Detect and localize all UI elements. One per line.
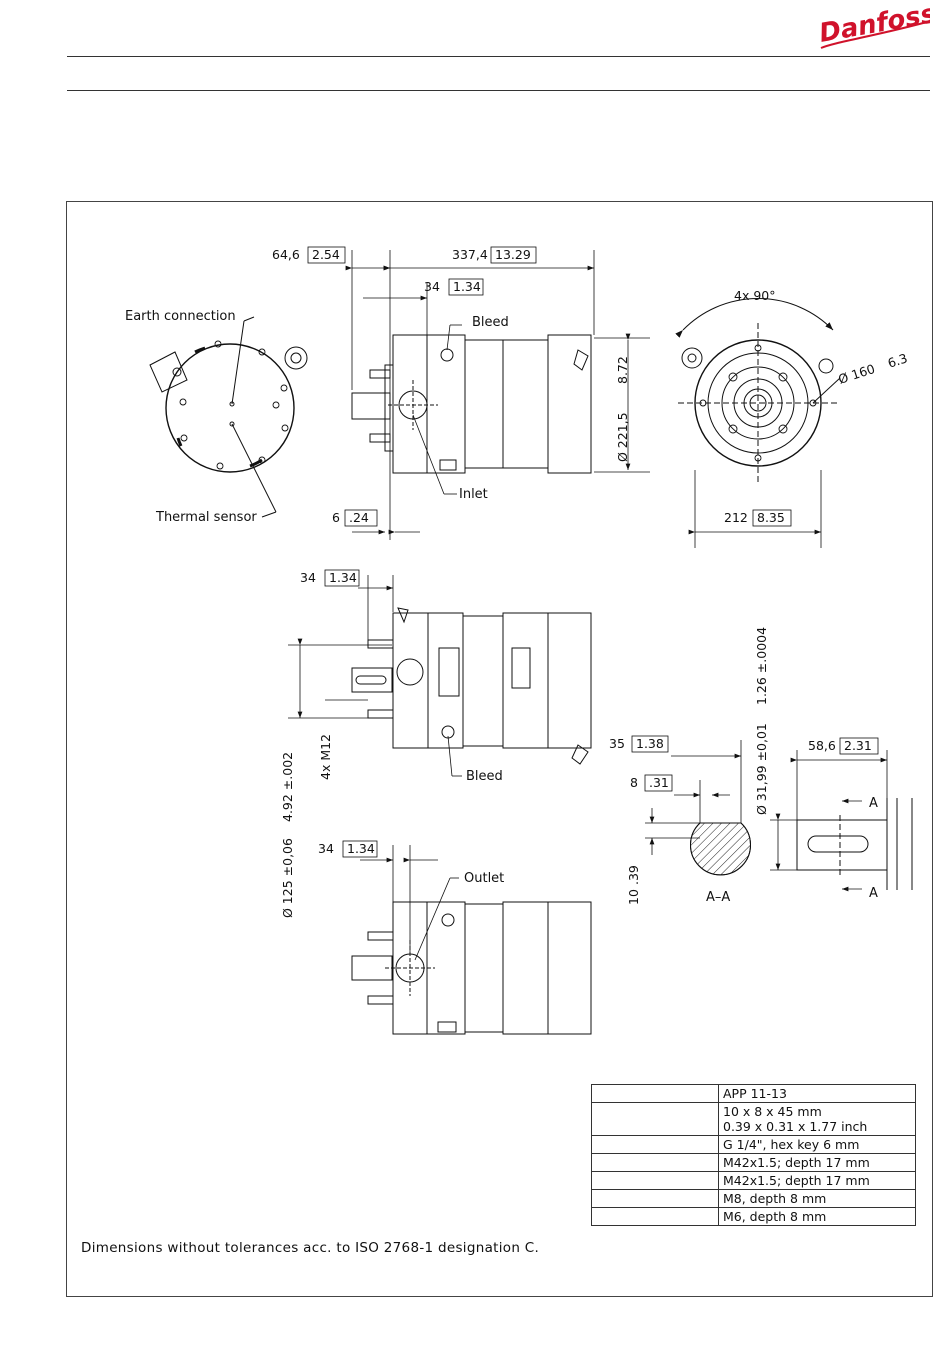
dim-31-99-in: 1.26 ±.0004 bbox=[754, 627, 769, 705]
dim-125: Ø 125 ±0,06 bbox=[280, 838, 295, 918]
dim-34-mid-in: 1.34 bbox=[329, 570, 357, 585]
spec-row: 10 x 8 x 45 mm 0.39 x 0.31 x 1.77 inch bbox=[591, 1102, 916, 1136]
spec-value-cell: M6, depth 8 mm bbox=[718, 1207, 916, 1226]
dim-8: 8 bbox=[630, 775, 638, 790]
dim-58-6-in: 2.31 bbox=[844, 738, 872, 753]
dim-212-in: 8.35 bbox=[757, 510, 785, 525]
drawing-frame bbox=[66, 201, 933, 1297]
earth-connection-label: Earth connection bbox=[125, 309, 236, 324]
section-mark-bottom: A bbox=[869, 886, 878, 901]
spec-row: M42x1.5; depth 17 mm bbox=[591, 1153, 916, 1172]
spec-value-cell: M42x1.5; depth 17 mm bbox=[718, 1171, 916, 1190]
side-view-bottom bbox=[351, 901, 592, 1035]
dim-337-4: 337,4 bbox=[452, 247, 488, 262]
spec-key-cell bbox=[591, 1171, 719, 1190]
dim-10-in: .39 bbox=[626, 865, 641, 885]
section-label: A–A bbox=[706, 890, 730, 905]
dim-64-6-in: 2.54 bbox=[312, 247, 340, 262]
side-view-middle bbox=[351, 607, 592, 765]
spec-row: M42x1.5; depth 17 mm bbox=[591, 1171, 916, 1190]
dim-6-in: .24 bbox=[349, 510, 369, 525]
dim-35-in: 1.38 bbox=[636, 736, 664, 751]
spec-row: M8, depth 8 mm bbox=[591, 1189, 916, 1208]
spec-value-cell: M8, depth 8 mm bbox=[718, 1189, 916, 1208]
dim-125-in: 4.92 ±.002 bbox=[280, 752, 295, 822]
spec-value-cell: M42x1.5; depth 17 mm bbox=[718, 1153, 916, 1172]
front-view bbox=[675, 297, 841, 483]
spec-key-cell bbox=[591, 1189, 719, 1208]
outlet-label: Outlet bbox=[464, 871, 504, 886]
bleed-label-middle: Bleed bbox=[466, 769, 503, 784]
spec-row: G 1/4", hex key 6 mm bbox=[591, 1135, 916, 1154]
dim-31-99: Ø 31,99 ±0,01 bbox=[754, 723, 769, 815]
dim-8-in: .31 bbox=[649, 775, 669, 790]
dim-160-in: 6.3 bbox=[886, 350, 910, 370]
spec-value-cell: G 1/4", hex key 6 mm bbox=[718, 1135, 916, 1154]
dim-58-6: 58,6 bbox=[808, 738, 836, 753]
dim-64-6: 64,6 bbox=[272, 247, 300, 262]
danfoss-logo: Danfoss bbox=[815, 0, 938, 60]
spec-value-cell: 10 x 8 x 45 mm 0.39 x 0.31 x 1.77 inch bbox=[718, 1102, 916, 1136]
dim-337-4-in: 13.29 bbox=[495, 247, 531, 262]
dim-212: 212 bbox=[724, 510, 748, 525]
inlet-label: Inlet bbox=[459, 487, 488, 502]
section-mark-top: A bbox=[869, 796, 878, 811]
shaft-section bbox=[690, 798, 913, 890]
spec-key-cell bbox=[591, 1153, 719, 1172]
spec-key-cell bbox=[591, 1207, 719, 1226]
spec-value-cell: APP 11-13 bbox=[718, 1084, 916, 1103]
dim-4x90: 4x 90° bbox=[734, 288, 775, 303]
tolerance-footnote: Dimensions without tolerances acc. to IS… bbox=[81, 1240, 540, 1256]
rear-view bbox=[149, 316, 308, 518]
bleed-label-top: Bleed bbox=[472, 315, 509, 330]
dimension-texts: 64,6 2.54 337,4 13.29 34 1.34 6 .24 Ø 22… bbox=[272, 246, 910, 918]
dim-m12: 4x M12 bbox=[318, 734, 333, 780]
dimension-lines bbox=[288, 250, 888, 961]
dim-34-bottom-in: 1.34 bbox=[347, 841, 375, 856]
dim-34-top-in: 1.34 bbox=[453, 279, 481, 294]
callout-labels: Earth connection Thermal sensor Bleed In… bbox=[125, 309, 878, 905]
dim-35: 35 bbox=[609, 736, 625, 751]
spec-key-cell bbox=[591, 1135, 719, 1154]
header-rule bbox=[67, 56, 930, 57]
dim-160: Ø 160 bbox=[836, 361, 877, 387]
dim-34-bottom: 34 bbox=[318, 841, 334, 856]
spec-row: M6, depth 8 mm bbox=[591, 1207, 916, 1226]
dim-34-top: 34 bbox=[424, 279, 440, 294]
dim-221-5: Ø 221,5 bbox=[615, 412, 630, 462]
side-view-top bbox=[351, 334, 592, 474]
dim-6: 6 bbox=[332, 510, 340, 525]
dim-221-5-in: 8.72 bbox=[615, 356, 630, 384]
thermal-sensor-label: Thermal sensor bbox=[155, 510, 257, 525]
dim-10: 10 bbox=[626, 889, 641, 905]
subheader-rule bbox=[67, 90, 930, 91]
spec-key-cell bbox=[591, 1102, 719, 1136]
dim-34-mid: 34 bbox=[300, 570, 316, 585]
spec-key-cell bbox=[591, 1084, 719, 1103]
spec-row: APP 11-13 bbox=[591, 1084, 916, 1103]
